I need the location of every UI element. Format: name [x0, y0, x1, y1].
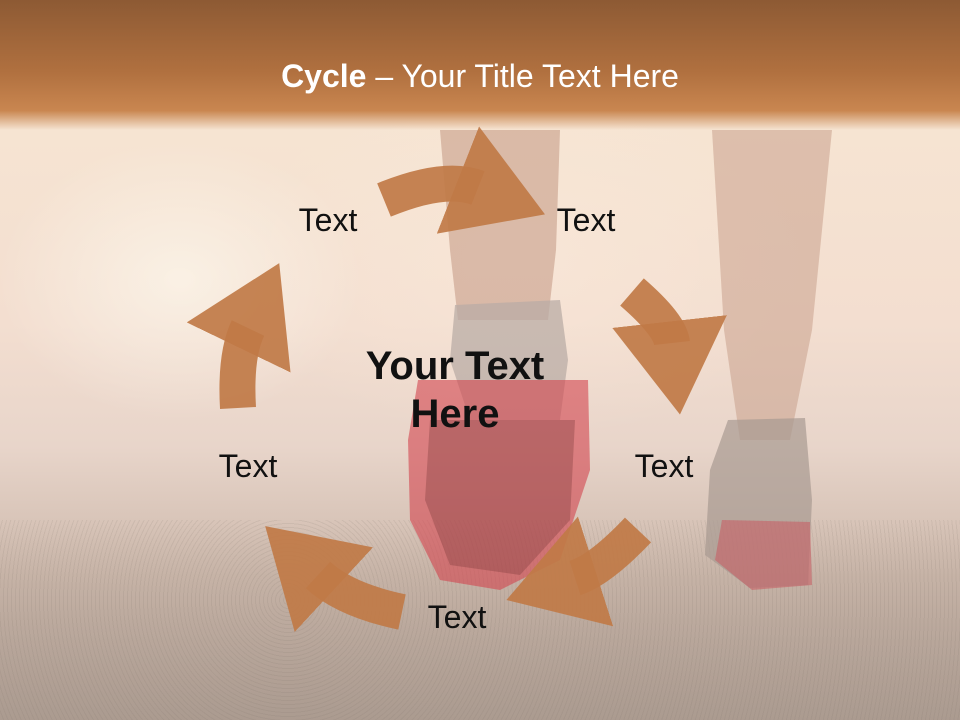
- slide-title: Cycle – Your Title Text Here: [0, 56, 960, 96]
- back-leg: [712, 130, 832, 440]
- cycle-label-1: Text: [298, 202, 358, 238]
- title-rest: – Your Title Text Here: [366, 58, 679, 94]
- cycle-arrow-1: [377, 126, 546, 234]
- back-shoe-sole: [715, 520, 812, 590]
- cycle-arrow-5: [186, 263, 291, 410]
- cycle-label-2: Text: [556, 202, 616, 238]
- cycle-arrow-3: [506, 516, 652, 627]
- cycle-arrow-4: [265, 526, 406, 632]
- center-text: Your Text Here: [365, 344, 545, 436]
- cycle-label-3: Text: [634, 448, 694, 484]
- header-band: [0, 0, 960, 130]
- cycle-arrow-2: [612, 278, 727, 415]
- cycle-label-4: Text: [427, 599, 487, 635]
- title-bold: Cycle: [281, 58, 367, 94]
- cycle-label-5: Text: [218, 448, 278, 484]
